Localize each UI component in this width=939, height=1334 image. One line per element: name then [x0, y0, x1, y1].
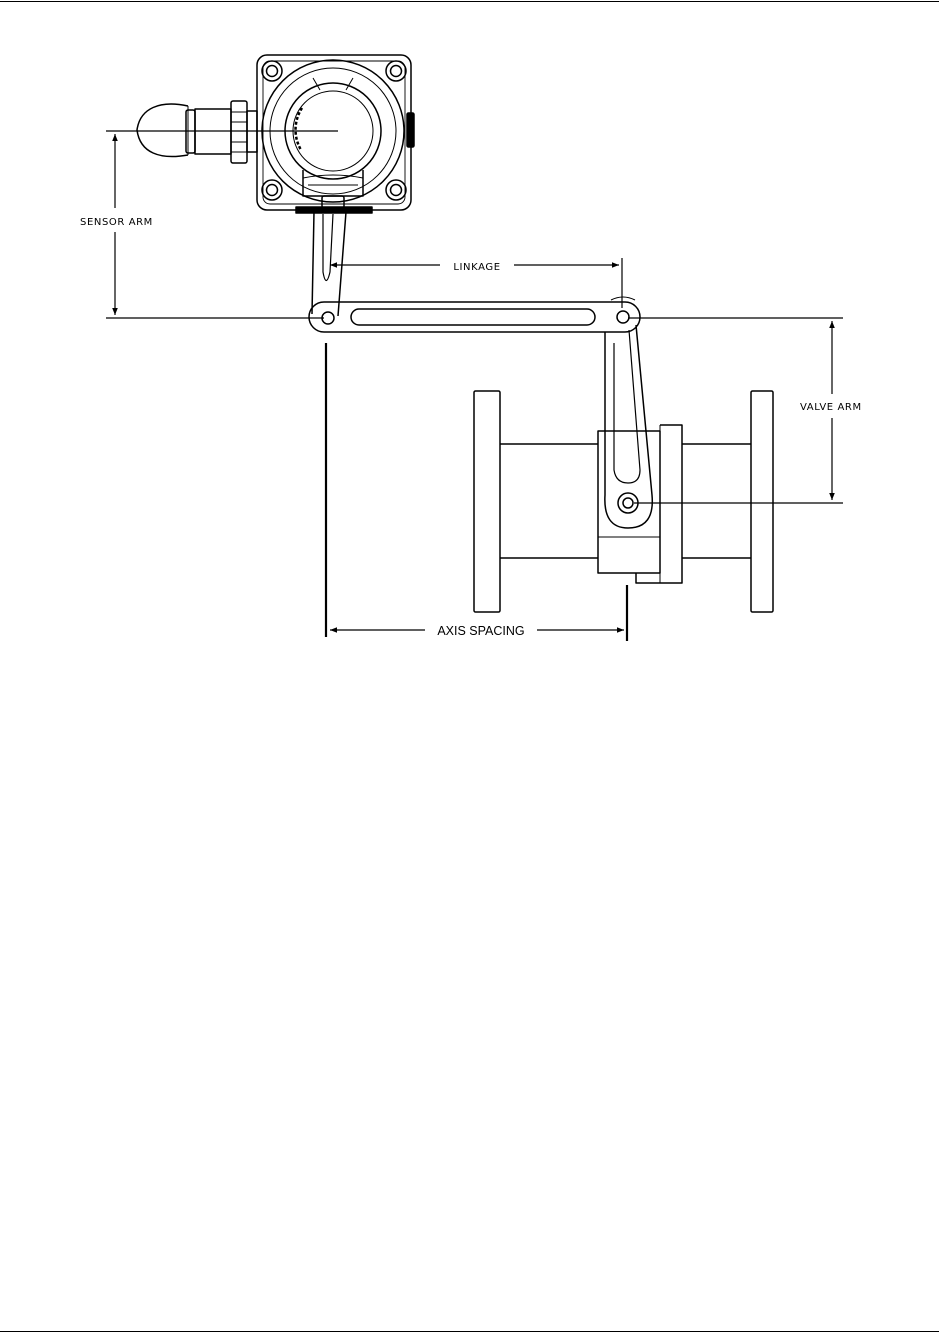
valve-arm [605, 325, 652, 528]
corner-bolt-top-left [262, 61, 282, 81]
corner-bolt-bottom-left [262, 180, 282, 200]
valve-arm-label: VALVE ARM [800, 402, 862, 413]
axis-spacing-label: AXIS SPACING [437, 624, 524, 638]
sensor-arm [312, 212, 346, 316]
linkage-label: LINKAGE [453, 262, 500, 273]
corner-bolt-top-right [386, 61, 406, 81]
conduit-fitting [137, 101, 257, 163]
sensor-housing [257, 55, 414, 213]
bottom-rule [0, 1331, 939, 1332]
linkage-bar [309, 297, 640, 332]
corner-bolt-bottom-right [386, 180, 406, 200]
sensor-arm-label: SENSOR ARM [80, 217, 153, 228]
